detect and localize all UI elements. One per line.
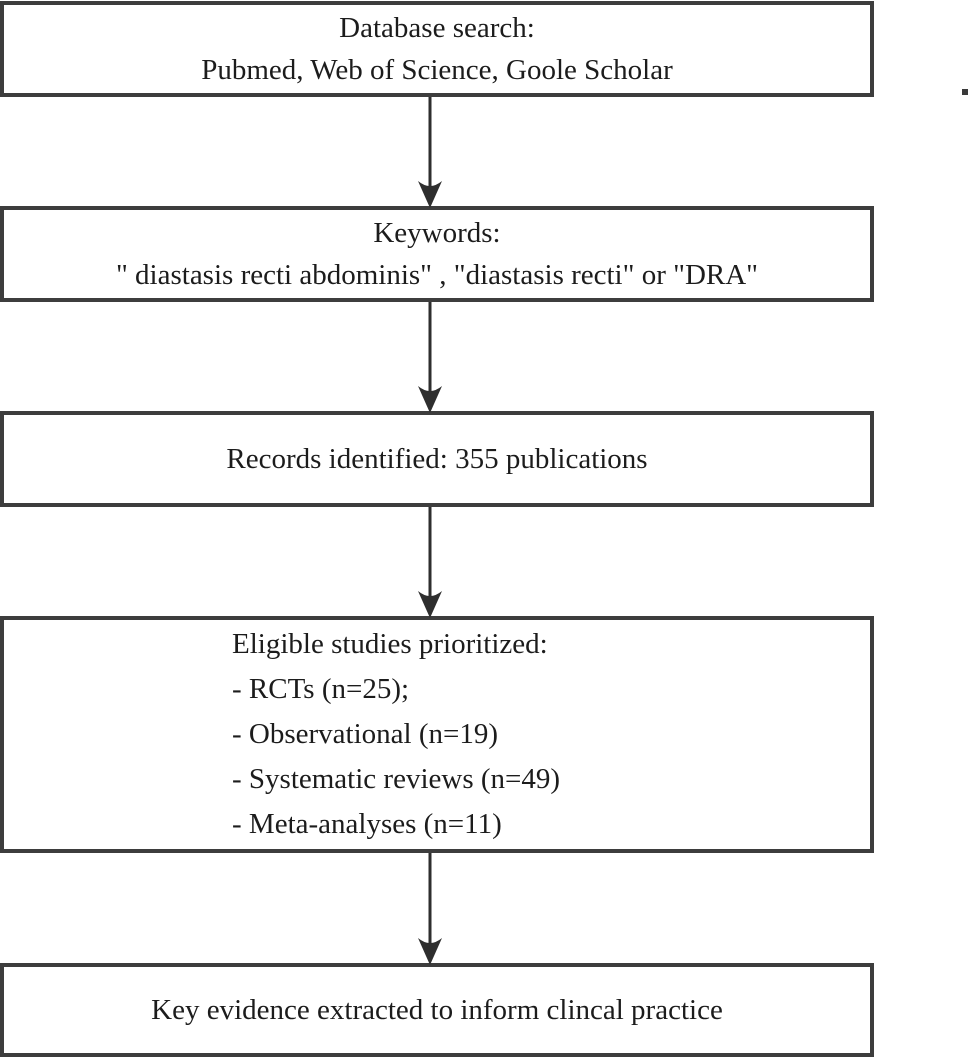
box-records-identified: Records identified: 355 publications — [0, 411, 874, 507]
records-identified-text: Records identified: 355 publications — [226, 443, 648, 475]
eligible-studies-rcts: - RCTs (n=25); — [232, 673, 410, 705]
arrow-down-2 — [418, 302, 442, 413]
keywords-title: Keywords: — [373, 217, 501, 249]
edge-artifact-mark — [962, 89, 968, 95]
database-search-sources: Pubmed, Web of Science, Goole Scholar — [201, 54, 673, 86]
key-evidence-text: Key evidence extracted to inform clincal… — [151, 994, 723, 1026]
box-keywords: Keywords: " diastasis recti abdominis" ,… — [0, 206, 874, 302]
eligible-studies-systematic-reviews: - Systematic reviews (n=49) — [232, 763, 561, 795]
arrow-down-1 — [418, 97, 442, 208]
arrow-down-3 — [418, 507, 442, 618]
box-eligible-studies: Eligible studies prioritized: - RCTs (n=… — [0, 616, 874, 853]
eligible-studies-meta-analyses: - Meta-analyses (n=11) — [232, 808, 502, 840]
box-database-search: Database search: Pubmed, Web of Science,… — [0, 1, 874, 97]
arrow-down-4 — [418, 853, 442, 965]
eligible-studies-observational: - Observational (n=19) — [232, 718, 498, 750]
eligible-studies-title: Eligible studies prioritized: — [232, 628, 548, 660]
keywords-terms: " diastasis recti abdominis" , "diastasi… — [115, 259, 759, 291]
box-key-evidence: Key evidence extracted to inform clincal… — [0, 963, 874, 1057]
database-search-title: Database search: — [339, 12, 535, 44]
